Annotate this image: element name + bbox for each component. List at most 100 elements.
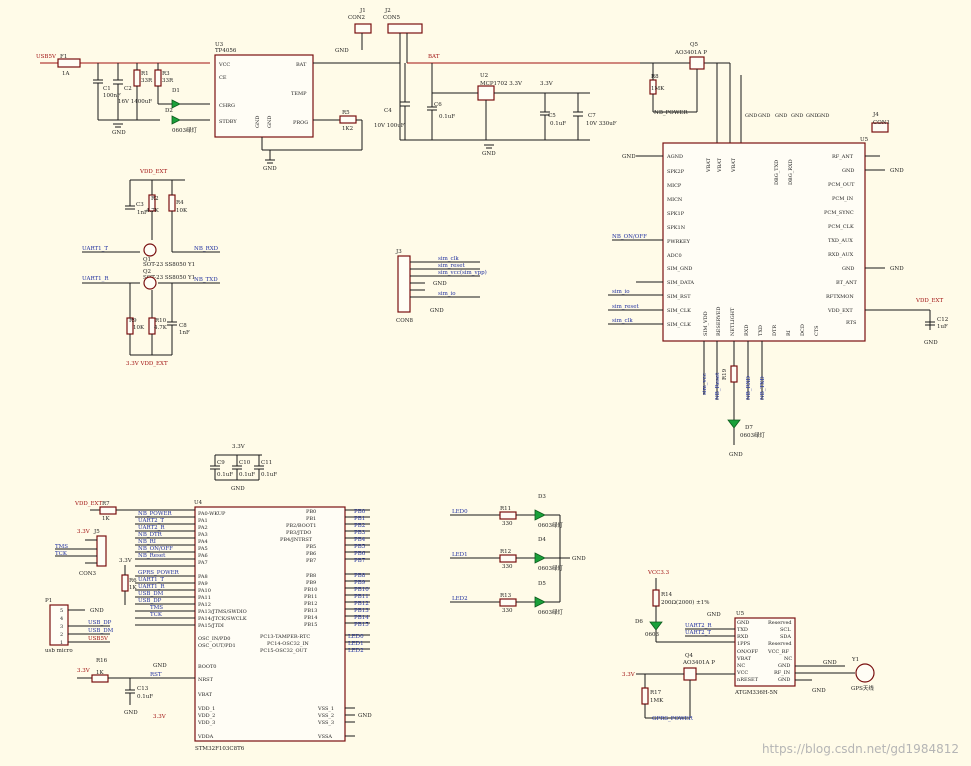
svg-text:NETLIGHT: NETLIGHT [730, 307, 736, 336]
svg-text:ATGM336H-5N: ATGM336H-5N [734, 690, 778, 696]
svg-text:R1: R1 [141, 71, 149, 77]
svg-text:D5: D5 [538, 581, 546, 587]
svg-text:0603绿灯: 0603绿灯 [172, 126, 197, 134]
svg-text:RI: RI [786, 330, 792, 336]
svg-text:Reserved: Reserved [768, 620, 792, 626]
svg-text:PB5: PB5 [354, 544, 366, 550]
svg-text:3: 3 [60, 624, 63, 630]
svg-text:SOT-23 SS8050 Y1: SOT-23 SS8050 Y1 [143, 262, 195, 268]
svg-text:GND: GND [572, 556, 586, 562]
svg-text:PB2: PB2 [354, 523, 365, 529]
svg-text:PWRKEY: PWRKEY [667, 239, 691, 245]
svg-text:3.3V: 3.3V [77, 668, 91, 674]
svg-text:R2: R2 [151, 196, 159, 202]
svg-text:GND: GND [267, 116, 273, 128]
svg-text:VDD_2: VDD_2 [197, 713, 215, 719]
power-section: USB5V F1 1A C1 100nF C2 16V 1400uF GND R… [36, 8, 640, 172]
svg-text:AO3401A P: AO3401A P [682, 660, 715, 666]
gps-antenna-y1 [855, 663, 875, 683]
svg-text:NB_TXD: NB_TXD [760, 376, 766, 400]
chip-u5-gps-atgm336h [734, 617, 796, 687]
svg-text:R9: R9 [129, 318, 137, 324]
svg-text:RXD_AUX: RXD_AUX [828, 252, 854, 258]
gps-section: VCC3.3 R14 200Ω(2000) ±1% D6 0603 U5 ATG… [622, 570, 875, 722]
svg-text:AGND: AGND [666, 154, 683, 160]
svg-text:NB_DTR: NB_DTR [138, 532, 163, 538]
svg-text:sim_io: sim_io [612, 289, 630, 295]
svg-text:PB15: PB15 [304, 622, 317, 628]
svg-text:Q4: Q4 [685, 653, 694, 659]
svg-text:STM32F103C8T6: STM32F103C8T6 [195, 746, 245, 752]
svg-text:NB_RI: NB_RI [138, 539, 156, 545]
svg-text:C1: C1 [103, 86, 111, 92]
svg-text:NB_Reset: NB_Reset [138, 553, 166, 559]
svg-text:VCC_RF: VCC_RF [767, 649, 790, 655]
svg-text:33R: 33R [162, 78, 174, 84]
svg-text:VDD_3: VDD_3 [197, 720, 215, 726]
svg-text:GPS天线: GPS天线 [851, 684, 874, 692]
svg-text:USB_DP: USB_DP [88, 620, 112, 626]
svg-text:GND: GND [255, 116, 261, 128]
svg-text:NB_TXD: NB_TXD [194, 277, 218, 283]
connector-j4 [871, 122, 889, 133]
svg-text:C5: C5 [548, 113, 556, 119]
svg-text:RESERVED: RESERVED [716, 307, 722, 336]
transistor-q1 [143, 243, 157, 257]
svg-text:R14: R14 [661, 592, 673, 598]
svg-text:PA7: PA7 [198, 560, 208, 566]
svg-text:D4: D4 [538, 537, 546, 543]
svg-text:LED2: LED2 [348, 648, 364, 654]
connector-j2 [387, 23, 423, 34]
svg-text:J3: J3 [395, 249, 402, 255]
svg-text:GND: GND [482, 151, 496, 157]
svg-text:STDBY: STDBY [219, 119, 237, 125]
svg-text:DCD: DCD [800, 324, 806, 336]
svg-text:RF_ANT: RF_ANT [832, 154, 854, 160]
svg-text:GND: GND [823, 660, 837, 666]
svg-text:BOOT0: BOOT0 [198, 664, 216, 670]
svg-text:sim_reset: sim_reset [612, 304, 640, 310]
svg-text:C8: C8 [179, 323, 187, 329]
svg-text:1MK: 1MK [650, 698, 664, 704]
svg-text:OSC_OUT/PD1: OSC_OUT/PD1 [198, 643, 236, 649]
svg-text:1PPS: 1PPS [737, 641, 751, 647]
svg-text:R8: R8 [651, 74, 659, 80]
svg-text:sim_vcc(sim_vpp): sim_vcc(sim_vpp) [438, 269, 487, 276]
svg-text:4.7K: 4.7K [146, 208, 160, 214]
svg-text:F1: F1 [60, 54, 67, 60]
svg-text:sim_reset: sim_reset [438, 263, 466, 269]
svg-text:Q5: Q5 [690, 42, 699, 48]
svg-text:C11: C11 [261, 460, 272, 466]
svg-text:UART2_T: UART2_T [685, 630, 711, 636]
svg-text:TXD_AUX: TXD_AUX [828, 238, 853, 244]
svg-text:UART1_T: UART1_T [82, 246, 108, 252]
svg-text:PA4: PA4 [198, 539, 208, 545]
svg-text:PB6: PB6 [306, 551, 316, 557]
svg-text:GND: GND [778, 677, 790, 683]
svg-text:PB1: PB1 [306, 516, 316, 522]
svg-text:PB0: PB0 [306, 509, 316, 515]
svg-text:VSS_3: VSS_3 [317, 720, 334, 726]
svg-text:NB_Reset: NB_Reset [715, 372, 721, 400]
svg-text:BT_ANT: BT_ANT [836, 280, 857, 286]
svg-text:DBG_RXD: DBG_RXD [788, 159, 794, 185]
svg-text:PA5: PA5 [198, 546, 208, 552]
svg-text:PB15: PB15 [354, 622, 369, 628]
svg-text:0.1uF: 0.1uF [217, 472, 233, 478]
svg-text:GND: GND [775, 113, 787, 119]
svg-text:3.3V: 3.3V [232, 444, 246, 450]
connector-j1 [354, 23, 372, 34]
svg-text:D6: D6 [635, 619, 643, 625]
svg-text:1A: 1A [62, 71, 70, 77]
svg-text:VBAT: VBAT [717, 157, 723, 173]
svg-text:PB11: PB11 [304, 594, 317, 600]
level-shifter-section: VDD_EXT C3 1nF R2 4.7K R4 10K UART1_T NB… [82, 169, 220, 367]
svg-text:GND: GND [430, 308, 444, 314]
svg-text:Q2: Q2 [143, 269, 151, 275]
u5-right-pins: RF_ANT GND PCM_OUT PCM_IN PCM_SYNC PCM_C… [824, 154, 857, 326]
svg-text:NB_ON/OFF: NB_ON/OFF [138, 546, 173, 552]
svg-text:3.3V: 3.3V [77, 529, 91, 535]
svg-text:PCM_OUT: PCM_OUT [828, 182, 855, 188]
svg-text:GND: GND [924, 340, 938, 346]
svg-text:UART2_T: UART2_T [138, 518, 164, 524]
